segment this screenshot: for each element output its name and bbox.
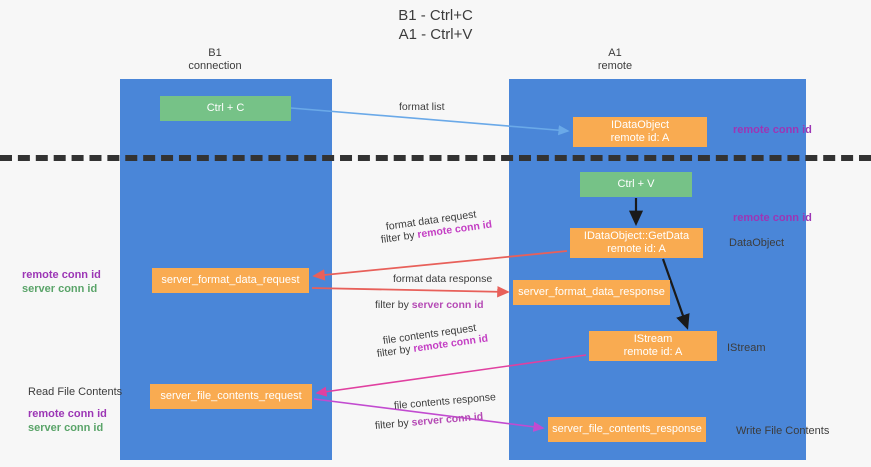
filter-prefix: filter by bbox=[375, 299, 412, 311]
side-label-write-file-contents: Write File Contents bbox=[736, 425, 830, 437]
edge-label-format-data-response-filter: filter by server conn id bbox=[375, 298, 484, 312]
box-ctrl-v[interactable]: Ctrl + V bbox=[580, 172, 692, 197]
box-server-format-data-response[interactable]: server_format_data_response bbox=[513, 280, 670, 305]
page-title: B1 - Ctrl+C A1 - Ctrl+V bbox=[0, 6, 871, 44]
side-label-remote-conn-id-top: remote conn id bbox=[733, 124, 812, 136]
box-idataobject[interactable]: IDataObject remote id: A bbox=[573, 117, 707, 147]
side-label-remote-conn-id-low: remote conn id bbox=[28, 408, 107, 420]
box-istream[interactable]: IStream remote id: A bbox=[589, 331, 717, 361]
lane-header-a1-sub: remote bbox=[597, 60, 633, 72]
edge-label-file-contents-response-filter: filter by server conn id bbox=[374, 410, 483, 433]
lane-header-b1-name: B1 bbox=[208, 47, 222, 59]
box-server-format-data-request[interactable]: server_format_data_request bbox=[152, 268, 309, 293]
side-label-server-conn-id-low: server conn id bbox=[28, 422, 104, 434]
lane-header-a1-name: A1 bbox=[608, 47, 622, 59]
lane-header-b1-sub: connection bbox=[188, 60, 242, 72]
edge-label-format-data-response: format data response bbox=[393, 273, 493, 285]
filter-key-server-conn-id: server conn id bbox=[411, 299, 484, 311]
side-label-read-file-contents: Read File Contents bbox=[28, 386, 123, 398]
side-label-dataobject: DataObject bbox=[729, 237, 785, 249]
box-server-file-contents-request[interactable]: server_file_contents_request bbox=[150, 384, 312, 409]
filter-key-server-conn-id: server conn id bbox=[411, 410, 484, 429]
side-label-remote-conn-id-mid: remote conn id bbox=[733, 212, 812, 224]
box-ctrl-c[interactable]: Ctrl + C bbox=[160, 96, 291, 121]
edge-label-format-list: format list bbox=[399, 101, 445, 113]
side-label-istream: IStream bbox=[727, 342, 766, 354]
filter-prefix: filter by bbox=[380, 228, 419, 246]
side-label-left-conn-ids-mid: remote conn id server conn id bbox=[22, 268, 117, 296]
arrow-format-data-response bbox=[311, 286, 510, 298]
lane-header-b1: B1 connection bbox=[155, 47, 275, 73]
box-server-file-contents-response[interactable]: server_file_contents_response bbox=[548, 417, 706, 442]
phase-divider bbox=[0, 155, 871, 161]
side-label-left-read-file-block: Read File Contents remote conn id server… bbox=[28, 385, 123, 435]
side-label-remote-conn-id: remote conn id bbox=[22, 269, 101, 281]
filter-prefix: filter by bbox=[376, 342, 415, 360]
side-label-server-conn-id: server conn id bbox=[22, 283, 98, 295]
lane-header-a1: A1 remote bbox=[555, 47, 675, 73]
box-idataobject-getdata[interactable]: IDataObject::GetData remote id: A bbox=[570, 228, 703, 258]
filter-prefix: filter by bbox=[374, 416, 413, 432]
title-line-1: B1 - Ctrl+C bbox=[398, 7, 473, 24]
title-line-2: A1 - Ctrl+V bbox=[398, 26, 473, 43]
